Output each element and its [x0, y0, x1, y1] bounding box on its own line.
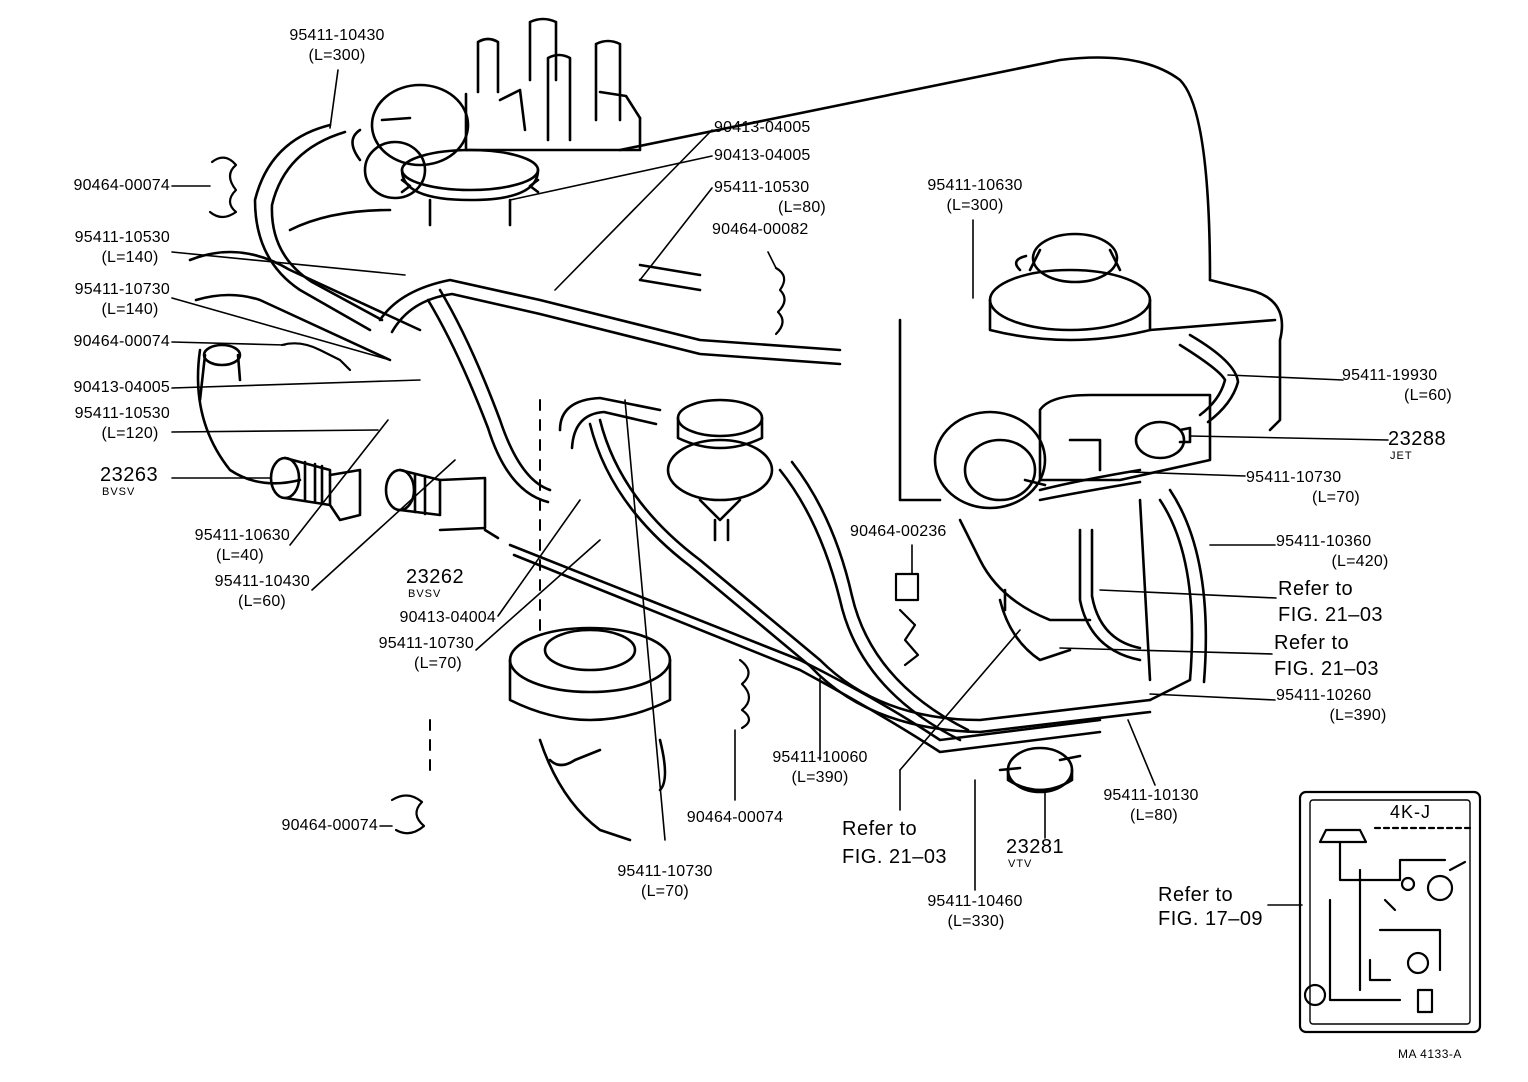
- reference-text: Refer to: [1278, 578, 1354, 600]
- part-number: 90464-00074: [73, 333, 170, 350]
- clamps: [208, 156, 920, 835]
- dashed-guide: [429, 399, 541, 781]
- part-number: 95411-10730: [74, 281, 170, 298]
- oil-filler-cap: [400, 148, 540, 227]
- part-number: 95411-10530: [74, 405, 170, 422]
- carburetor-top: [988, 232, 1152, 342]
- part-number: 95411-10460: [927, 893, 1023, 910]
- part-number: 90413-04004: [399, 609, 496, 626]
- hose-length: (L=300): [946, 197, 1004, 214]
- vacuum-advance: [351, 83, 470, 200]
- part-number: 23281: [1006, 836, 1065, 858]
- intake-manifold: [188, 208, 422, 485]
- part-number: 90464-00074: [281, 817, 378, 834]
- figure-reference: FIG. 21–03: [1278, 604, 1384, 626]
- part-number: 95411-10260: [1276, 687, 1372, 704]
- hose-length: (L=300): [308, 47, 366, 64]
- part-number: 95411-10630: [927, 177, 1023, 194]
- part-name: BVSV: [102, 486, 136, 498]
- hose-length: (L=330): [947, 913, 1005, 930]
- part-number: 95411-10730: [1246, 469, 1342, 486]
- hose-length: (L=390): [1329, 707, 1387, 724]
- diagram-code: MA 4133-A: [1398, 1047, 1462, 1061]
- part-number: 90464-00082: [712, 221, 809, 238]
- part-name: JET: [1390, 450, 1413, 462]
- hose-length: (L=420): [1331, 553, 1389, 570]
- inset-box: [1298, 790, 1482, 1034]
- hose-length: (L=80): [1130, 807, 1178, 824]
- vtv-23281: [998, 746, 1082, 794]
- hose-length: (L=80): [778, 199, 826, 216]
- hose-length: (L=140): [101, 249, 159, 266]
- carburetor-body: [898, 318, 1212, 622]
- hose-length: (L=40): [216, 547, 264, 564]
- hose-length: (L=390): [791, 769, 849, 786]
- reference-text: Refer to: [842, 818, 918, 840]
- hose-length: (L=70): [414, 655, 462, 672]
- part-number: 95411-10430: [214, 573, 310, 590]
- egr-valve-center: [666, 398, 774, 542]
- part-number: 95411-10730: [378, 635, 474, 652]
- figure-reference: FIG. 21–03: [842, 846, 948, 868]
- leader-lines: [171, 69, 1389, 906]
- part-number: 95411-19930: [1342, 367, 1438, 384]
- part-number: 90464-00074: [73, 177, 170, 194]
- part-number: 95411-10530: [714, 179, 810, 196]
- reference-text: Refer to: [1274, 632, 1350, 654]
- bvsv-23262: [384, 468, 500, 540]
- part-number: 95411-10730: [617, 863, 713, 880]
- jet-23288: [1134, 420, 1192, 460]
- part-name: VTV: [1008, 858, 1033, 870]
- part-number: 90413-04005: [714, 119, 811, 136]
- egr-lower: [508, 626, 672, 842]
- hose-length: (L=70): [641, 883, 689, 900]
- part-number: 95411-10430: [289, 27, 385, 44]
- figure-reference: FIG. 21–03: [1274, 658, 1380, 680]
- hose-length: (L=70): [1312, 489, 1360, 506]
- hose-length: (L=120): [101, 425, 159, 442]
- part-name: BVSV: [408, 588, 442, 600]
- hose-length: (L=60): [1404, 387, 1452, 404]
- hose-length: (L=140): [101, 301, 159, 318]
- bvsv-23263: [269, 456, 362, 522]
- figure-reference: FIG. 17–09: [1158, 908, 1264, 930]
- reference-text: Refer to: [1158, 884, 1234, 906]
- part-number: 23263: [100, 464, 159, 486]
- valve-cover: [618, 56, 1284, 432]
- part-number: 95411-10130: [1103, 787, 1199, 804]
- part-number: 95411-10360: [1276, 533, 1372, 550]
- part-number: 95411-10530: [74, 229, 170, 246]
- inset-title: 4K-J: [1390, 802, 1432, 822]
- part-number: 23262: [406, 566, 465, 588]
- part-number: 90464-00236: [850, 523, 947, 540]
- part-number: 23288: [1388, 428, 1447, 450]
- hose-routes: [253, 123, 1240, 754]
- distributor-cap: [464, 17, 642, 152]
- part-number: 90413-04005: [714, 147, 811, 164]
- diaphragm-unit-right: [933, 410, 1047, 510]
- part-number: 95411-10630: [194, 527, 290, 544]
- part-number: 90413-04005: [73, 379, 170, 396]
- hose-length: (L=60): [238, 593, 286, 610]
- part-number: 90464-00074: [686, 809, 784, 826]
- part-number: 95411-10060: [772, 749, 868, 766]
